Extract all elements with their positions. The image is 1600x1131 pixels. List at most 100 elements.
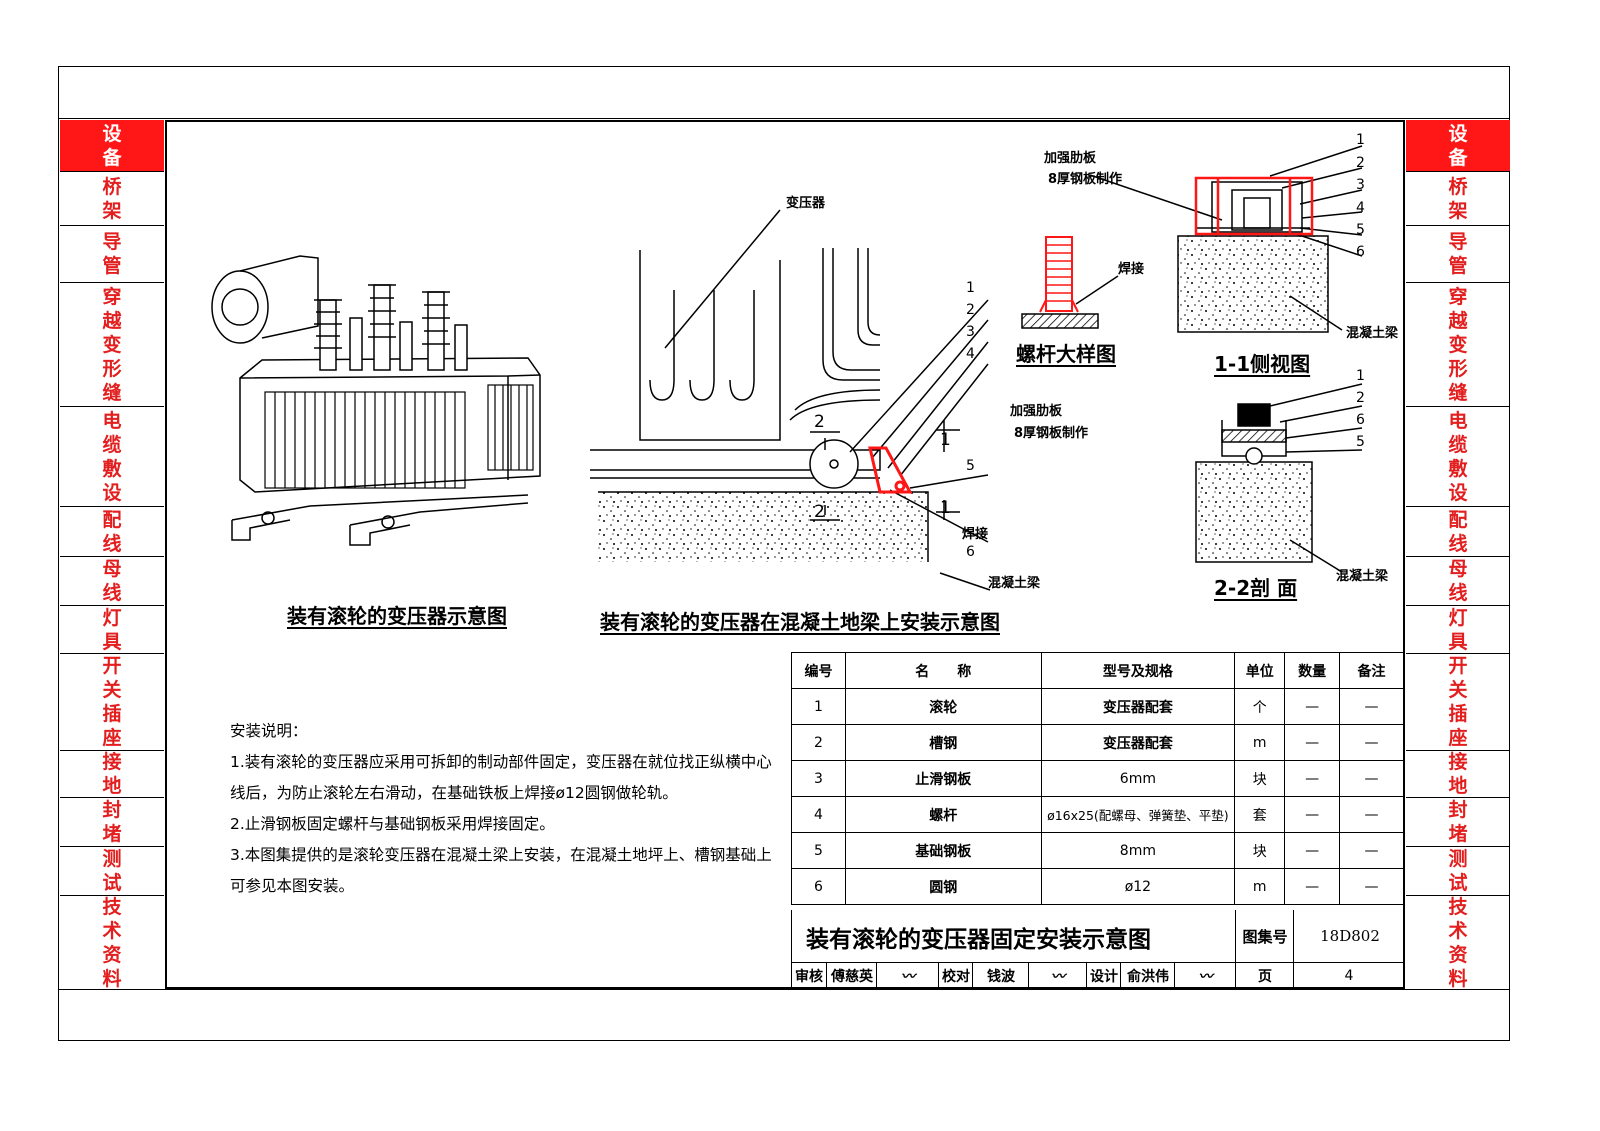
tab-label: 穿越变形缝 [1448, 285, 1468, 404]
cell: — [1284, 832, 1341, 869]
tab-label: 开关插座 [1448, 655, 1468, 749]
tab-label: 接地 [102, 751, 122, 797]
tab-equipment[interactable]: 设备 [60, 120, 164, 172]
tab-expansion-joint[interactable]: 穿越变形缝 [1406, 283, 1510, 407]
tab-label: 配线 [102, 508, 122, 555]
side-callout-2: 2 [1356, 155, 1365, 171]
cell: — [1339, 724, 1404, 761]
tab-label: 测试 [1448, 848, 1468, 894]
tab-grounding[interactable]: 接地 [1406, 751, 1510, 798]
tab-label: 电缆敷设 [102, 409, 122, 504]
tab-label: 穿越变形缝 [102, 285, 122, 404]
notes-line: 2.止滑钢板固定螺杆与基础钢板采用焊接固定。 [230, 815, 555, 833]
tab-sealing[interactable]: 封堵 [1406, 798, 1510, 847]
cell: — [1284, 796, 1341, 833]
label-concrete-side: 混凝土梁 [1346, 326, 1399, 341]
tab-cable-laying[interactable]: 电缆敷设 [60, 407, 164, 507]
cell: 4 [791, 796, 846, 833]
caption-installation: 装有滚轮的变压器在混凝土地梁上安装示意图 [600, 610, 1000, 634]
tab-equipment[interactable]: 设备 [1406, 120, 1510, 172]
tab-lamps[interactable]: 灯具 [60, 606, 164, 654]
tab-testing[interactable]: 测试 [60, 847, 164, 896]
tab-grounding[interactable]: 接地 [60, 751, 164, 798]
tab-lamps[interactable]: 灯具 [1406, 606, 1510, 654]
design-label: 设计 [1086, 963, 1121, 988]
atlas-number: 18D802 [1293, 910, 1406, 962]
tab-busbar[interactable]: 母线 [60, 557, 164, 606]
label-concrete-section: 混凝土梁 [1336, 569, 1389, 584]
cell: 套 [1234, 796, 1286, 833]
checker-name: 钱波 [972, 963, 1029, 988]
cell: — [1339, 760, 1404, 797]
notes-line: 可参见本图安装。 [230, 877, 355, 895]
section-callout-6: 6 [1356, 412, 1365, 428]
notes-line: 3.本图集提供的是滚轮变压器在混凝土梁上安装，在混凝土地坪上、槽钢基础上 [230, 846, 772, 864]
callout-4: 4 [966, 346, 975, 362]
left-sidebar: 设备 桥架 导管 穿越变形缝 电缆敷设 配线 母线 灯具 开关插座 接地 封堵 … [60, 120, 164, 990]
section-callout-5: 5 [1356, 434, 1365, 450]
tab-label: 导管 [1448, 231, 1468, 277]
tab-label: 配线 [1448, 508, 1468, 555]
drawing-title: 装有滚轮的变压器固定安装示意图 [806, 927, 1151, 953]
tab-label: 母线 [1448, 558, 1468, 604]
tab-conduit[interactable]: 导管 [60, 226, 164, 283]
tab-label: 设备 [1448, 122, 1468, 169]
cell: 2 [791, 724, 846, 761]
tab-wiring[interactable]: 配线 [60, 507, 164, 557]
atlas-label: 图集号 [1235, 910, 1294, 962]
label-weld-bolt: 焊接 [1118, 262, 1145, 277]
callout-5: 5 [966, 458, 975, 474]
tab-label: 桥架 [1448, 175, 1468, 222]
section-mark-1-bottom: 1 [940, 498, 951, 518]
cell: 1 [791, 688, 846, 725]
tab-label: 导管 [102, 231, 122, 277]
bottom-band-line [58, 989, 1510, 990]
tab-testing[interactable]: 测试 [1406, 847, 1510, 896]
cell: m [1234, 868, 1286, 905]
tab-tray[interactable]: 桥架 [1406, 172, 1510, 226]
table-row: 6 圆钢 ø12 m — — [791, 868, 1404, 905]
tab-label: 母线 [102, 558, 122, 604]
page-label: 页 [1235, 963, 1294, 988]
cell: — [1284, 688, 1341, 725]
tab-expansion-joint[interactable]: 穿越变形缝 [60, 283, 164, 407]
table-header-row: 编号 名 称 型号及规格 单位 数量 备注 [791, 652, 1404, 689]
drawing-area [165, 120, 1405, 989]
reviewer-signature: 〰 [876, 963, 939, 988]
tab-switch-socket[interactable]: 开关插座 [60, 654, 164, 751]
tab-switch-socket[interactable]: 开关插座 [1406, 654, 1510, 751]
notes-title: 安装说明： [230, 722, 308, 740]
sheet-border [58, 66, 1510, 1041]
cell: — [1284, 760, 1341, 797]
cell: — [1339, 868, 1404, 905]
tab-label: 技术资料 [1448, 895, 1468, 990]
top-band-line [58, 118, 1510, 119]
header-cell: 单位 [1234, 652, 1286, 689]
tab-tray[interactable]: 桥架 [60, 172, 164, 226]
cell: 止滑钢板 [844, 760, 1042, 797]
tab-label: 设备 [102, 122, 122, 169]
table-row: 4 螺杆 ø16x25(配螺母、弹簧垫、平垫) 套 — — [791, 796, 1404, 833]
check-label: 校对 [938, 963, 973, 988]
tab-label: 灯具 [1448, 606, 1468, 653]
cell: 变压器配套 [1040, 724, 1236, 761]
right-sidebar: 设备 桥架 导管 穿越变形缝 电缆敷设 配线 母线 灯具 开关插座 接地 封堵 … [1406, 120, 1510, 990]
installation-notes: 安装说明： 1.装有滚轮的变压器应采用可拆卸的制动部件固定，变压器在就位找正纵横… [230, 716, 772, 902]
tab-sealing[interactable]: 封堵 [60, 798, 164, 847]
section-mark-2-top: 2 [814, 412, 825, 432]
tab-cable-laying[interactable]: 电缆敷设 [1406, 407, 1510, 507]
review-label: 审核 [795, 968, 823, 985]
notes-line: 线后，为防止滚轮左右滑动，在基础铁板上焊接ø12圆钢做轮轨。 [230, 784, 678, 802]
header-cell: 名 称 [844, 652, 1042, 689]
cell: 滚轮 [844, 688, 1042, 725]
tab-conduit[interactable]: 导管 [1406, 226, 1510, 283]
tab-wiring[interactable]: 配线 [1406, 507, 1510, 557]
tab-tech-docs[interactable]: 技术资料 [60, 895, 164, 990]
side-callout-1: 1 [1356, 132, 1365, 148]
cell: m [1234, 724, 1286, 761]
designer-signature: 〰 [1174, 963, 1236, 988]
tab-busbar[interactable]: 母线 [1406, 557, 1510, 606]
tab-label: 技术资料 [102, 895, 122, 990]
tab-tech-docs[interactable]: 技术资料 [1406, 895, 1510, 990]
side-callout-3: 3 [1356, 177, 1365, 193]
